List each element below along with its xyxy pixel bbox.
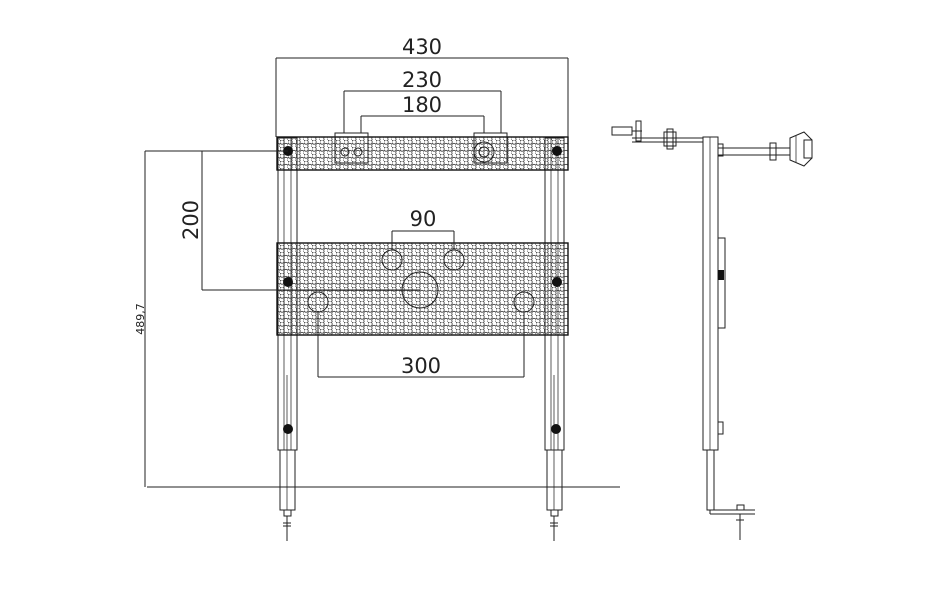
dimension-overall-width: 430 — [402, 35, 442, 59]
bolt-marker — [552, 277, 562, 287]
dimension-outer-spacing: 230 — [402, 68, 442, 92]
front-view — [147, 132, 620, 541]
left-connection-bracket — [334, 132, 369, 164]
right-connection-bracket — [473, 132, 508, 164]
lower-perforated-plate — [276, 242, 569, 336]
dimension-overall-height: 489,7 — [134, 303, 147, 335]
pipe-fitting — [789, 131, 813, 167]
dimension-inner-spacing: 180 — [402, 93, 442, 117]
upper-perforated-plate — [276, 132, 569, 171]
bolt-marker — [283, 277, 293, 287]
dimension-labels: 430 230 180 90 300 200 489,7 — [134, 35, 442, 378]
right-upright — [544, 137, 565, 541]
bolt-marker — [551, 424, 561, 434]
side-upright — [702, 136, 719, 451]
bolt-marker — [552, 146, 562, 156]
dimension-lines — [144, 57, 569, 487]
side-view — [611, 120, 813, 540]
dimension-bolt-spacing: 90 — [410, 207, 437, 231]
dimension-bracket-height: 200 — [179, 200, 203, 240]
left-upright — [277, 137, 298, 541]
bolt-marker — [283, 424, 293, 434]
dimension-lower-hole-spacing: 300 — [401, 354, 441, 378]
